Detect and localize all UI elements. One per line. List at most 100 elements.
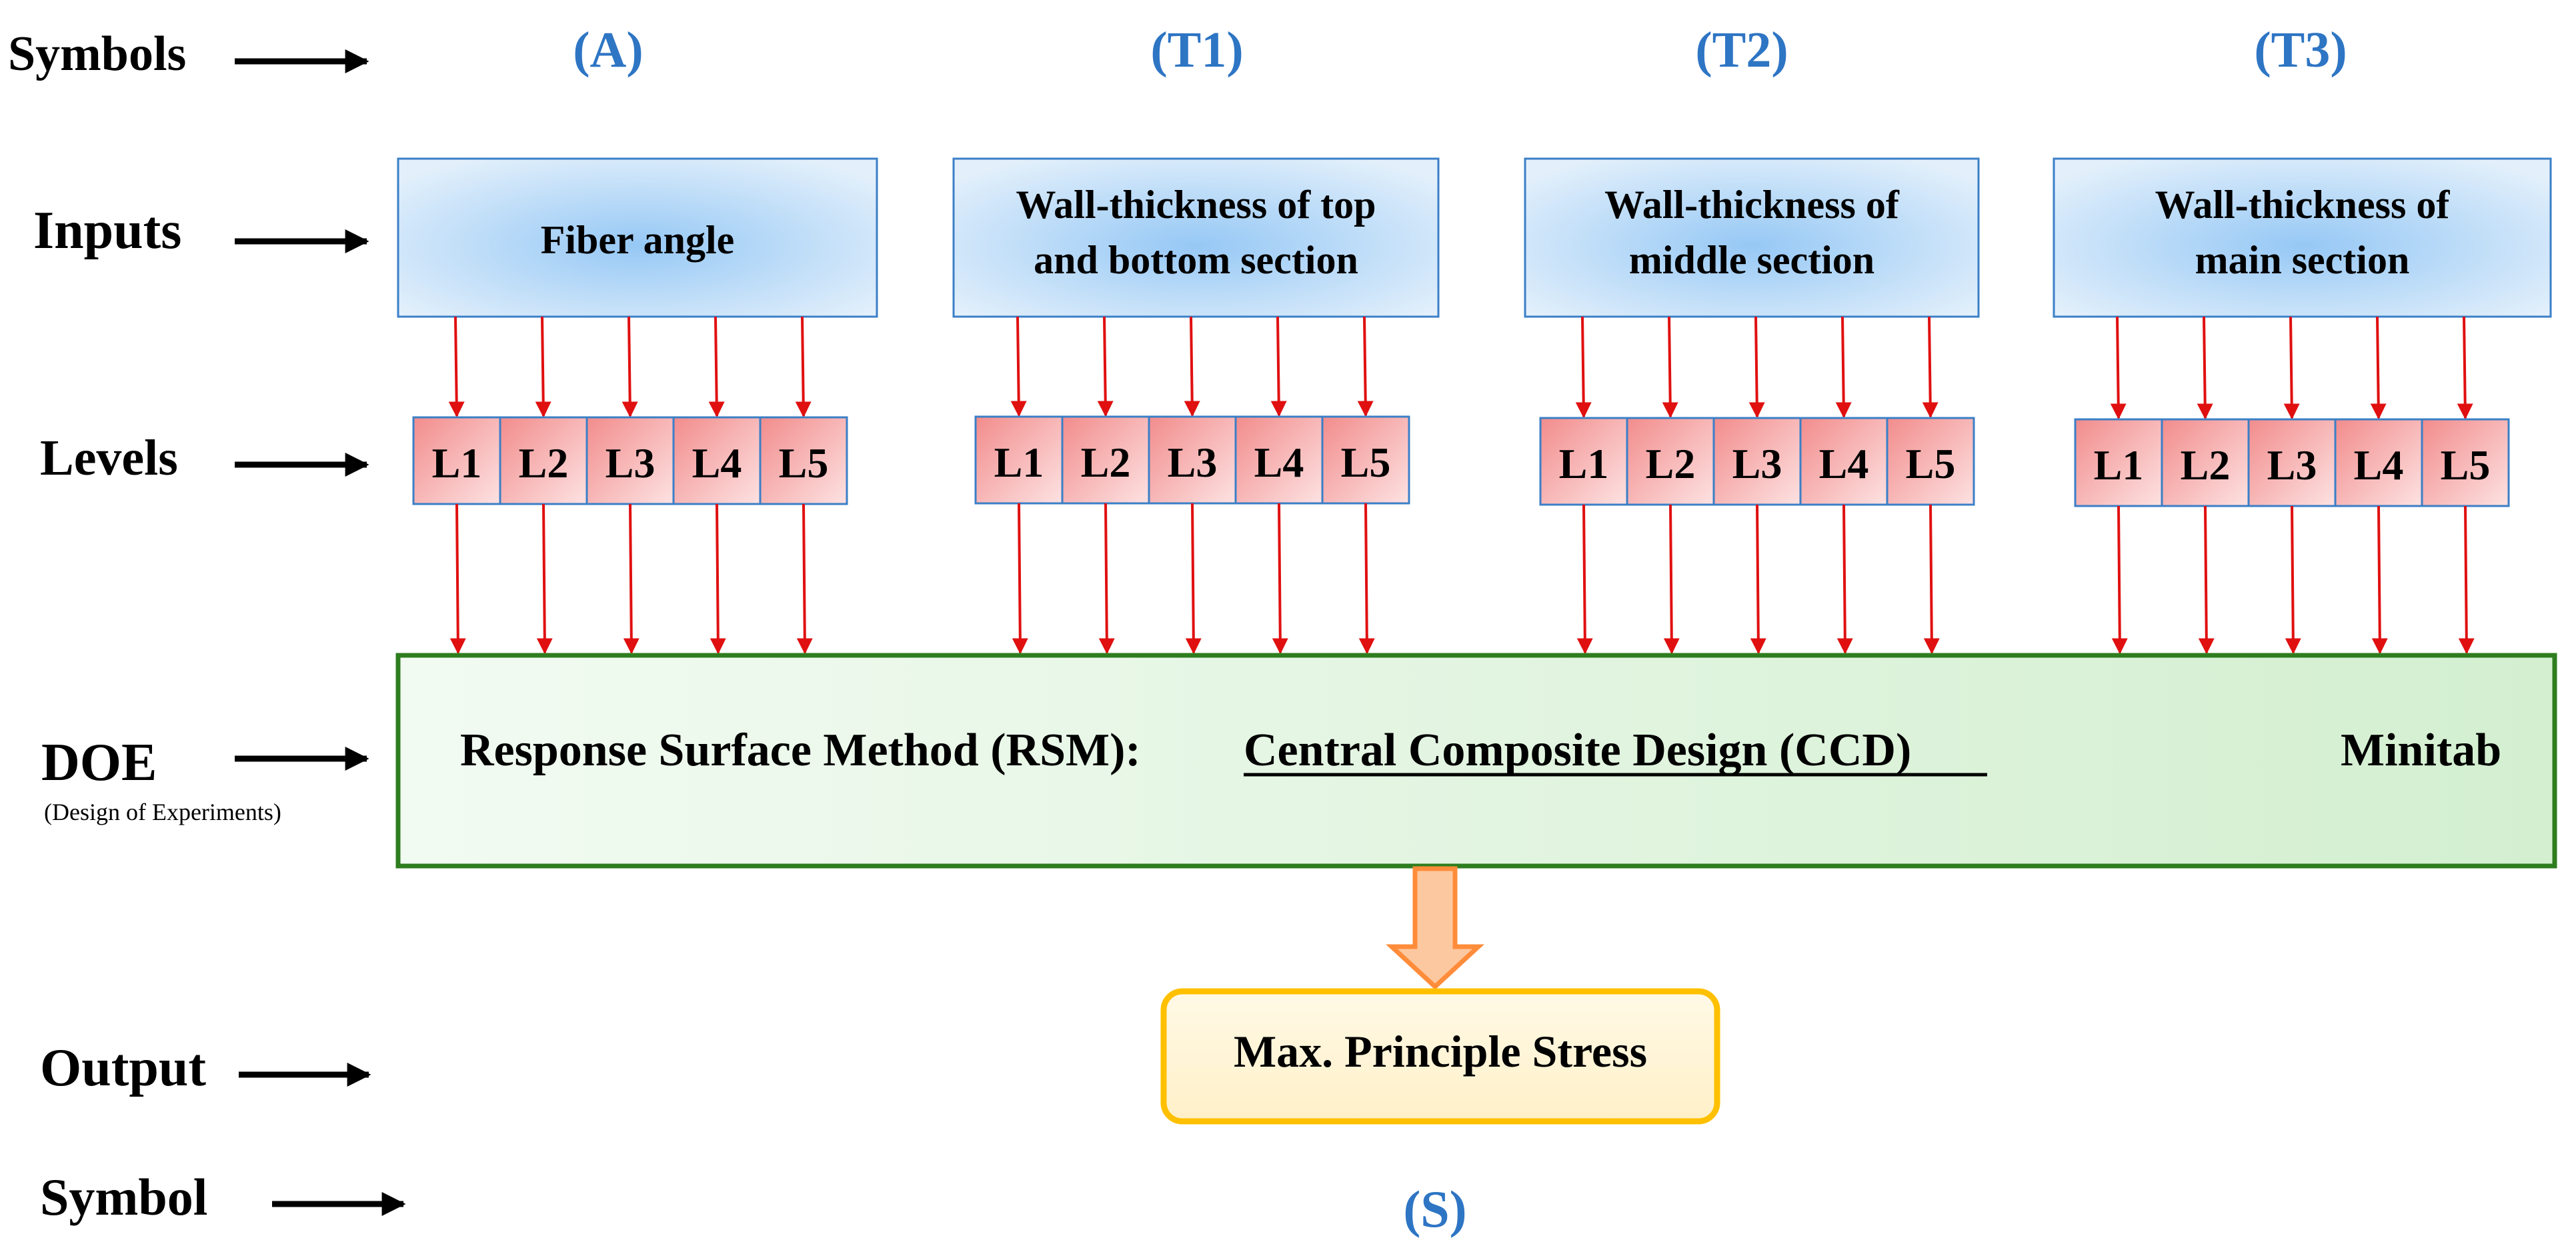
- level-to-doe-arrow: [1750, 504, 1766, 655]
- level-to-doe-arrow: [1272, 503, 1288, 655]
- input-to-level-arrow: [2283, 316, 2300, 420]
- output-label: Max. Principle Stress: [1234, 1026, 1647, 1077]
- input-to-level-arrow: [1835, 316, 1852, 419]
- input-to-level-arrow: [1748, 316, 1765, 419]
- factor-symbol: (A): [573, 22, 643, 78]
- input-box: [1524, 157, 1980, 318]
- level-label: L1: [1559, 440, 1609, 487]
- input-to-level-arrow: [795, 316, 812, 418]
- input-to-level-arrow: [1010, 316, 1027, 417]
- level-box: [2421, 418, 2510, 507]
- input-label-line1: Wall-thickness of: [2155, 183, 2451, 227]
- level-to-doe-arrow: [1923, 504, 1940, 655]
- level-to-doe-arrow: [1012, 503, 1028, 655]
- row-label-doe-sub: (Design of Experiments): [44, 799, 281, 825]
- doe-box: [395, 653, 2557, 869]
- input-label-line2: middle section: [1629, 238, 1874, 282]
- level-box: [672, 416, 762, 505]
- level-to-doe-arrow: [1576, 504, 1593, 655]
- doe-method: Response Surface Method (RSM):: [460, 725, 1141, 776]
- input-to-level-arrow: [1097, 316, 1114, 417]
- input-box: [2053, 157, 2552, 318]
- row-label-inputs: Inputs: [33, 201, 181, 260]
- input-to-level-arrow: [2370, 316, 2387, 420]
- level-label: L2: [2181, 441, 2231, 489]
- input-to-level-arrow: [1270, 316, 1287, 417]
- level-label: L2: [1646, 440, 1696, 487]
- row-label-symbols: Symbols: [8, 27, 186, 81]
- factor-symbol: (T1): [1150, 22, 1243, 78]
- input-to-level-arrow: [708, 316, 725, 418]
- input-label-line1: Fiber angle: [541, 218, 735, 262]
- doe-software: Minitab: [2341, 725, 2501, 776]
- input-label-line1: Wall-thickness of top: [1016, 183, 1376, 227]
- input-box: [952, 157, 1440, 318]
- level-to-doe-arrow: [536, 503, 553, 655]
- output-symbol: (S): [1403, 1180, 1466, 1238]
- level-box: [1321, 415, 1410, 505]
- level-to-doe-arrow: [1098, 503, 1115, 655]
- input-to-level-arrow: [1357, 316, 1374, 417]
- level-to-doe-arrow: [623, 503, 639, 655]
- level-to-doe-arrow: [449, 503, 466, 655]
- level-box: [585, 416, 675, 505]
- row-label-doe: DOE: [41, 733, 157, 792]
- level-label: L4: [1819, 440, 1869, 487]
- level-to-doe-arrow: [2198, 505, 2215, 655]
- level-to-doe-arrow: [796, 503, 813, 655]
- level-to-doe-arrow: [1663, 504, 1680, 655]
- level-label: L4: [1254, 439, 1304, 486]
- level-label: L1: [432, 439, 482, 487]
- level-label: L3: [2267, 441, 2317, 489]
- level-box: [2161, 418, 2250, 507]
- input-to-level-arrow: [2110, 316, 2127, 420]
- input-to-level-arrow: [2457, 316, 2473, 420]
- level-label: L3: [1168, 439, 1218, 486]
- level-to-doe-arrow: [710, 503, 726, 655]
- level-label: L1: [994, 439, 1044, 486]
- level-to-doe-arrow: [1185, 503, 1202, 655]
- input-to-level-arrow: [2197, 316, 2213, 420]
- level-to-doe-arrow: [2458, 505, 2475, 655]
- input-to-level-arrow: [535, 316, 551, 418]
- level-label: L4: [692, 439, 742, 487]
- level-box: [974, 415, 1064, 505]
- row-label-output: Output: [40, 1039, 206, 1097]
- input-to-level-arrow: [1575, 316, 1592, 419]
- level-label: L2: [519, 439, 569, 487]
- level-label: L4: [2354, 441, 2404, 489]
- level-label: L3: [605, 439, 656, 487]
- level-label: L2: [1081, 439, 1131, 486]
- level-box: [1539, 417, 1628, 506]
- level-box: [1886, 417, 1975, 506]
- level-to-doe-arrow: [2371, 505, 2388, 655]
- doe-to-output-arrow: [1386, 866, 1484, 990]
- output-box: [1160, 988, 1720, 1125]
- level-to-doe-arrow: [2285, 505, 2301, 655]
- level-label: L3: [1732, 440, 1782, 487]
- level-label: L5: [2441, 441, 2491, 489]
- row-label-symbol: Symbol: [40, 1168, 207, 1226]
- input-to-level-arrow: [1922, 316, 1939, 419]
- level-to-doe-arrow: [2111, 505, 2128, 655]
- level-label: L1: [2094, 441, 2144, 489]
- level-box: [1799, 417, 1888, 506]
- doe-design: Central Composite Design (CCD): [1244, 725, 1911, 776]
- level-box: [1234, 415, 1324, 505]
- row-label-levels: Levels: [40, 430, 178, 486]
- input-to-level-arrow: [1662, 316, 1678, 419]
- input-to-level-arrow: [448, 316, 465, 418]
- factor-symbol: (T2): [1695, 22, 1788, 78]
- level-box: [2334, 418, 2423, 507]
- level-label: L5: [779, 439, 829, 487]
- level-label: L5: [1341, 439, 1391, 486]
- level-box: [1148, 415, 1237, 505]
- level-to-doe-arrow: [1358, 503, 1375, 655]
- input-to-level-arrow: [621, 316, 638, 418]
- level-box: [759, 416, 848, 505]
